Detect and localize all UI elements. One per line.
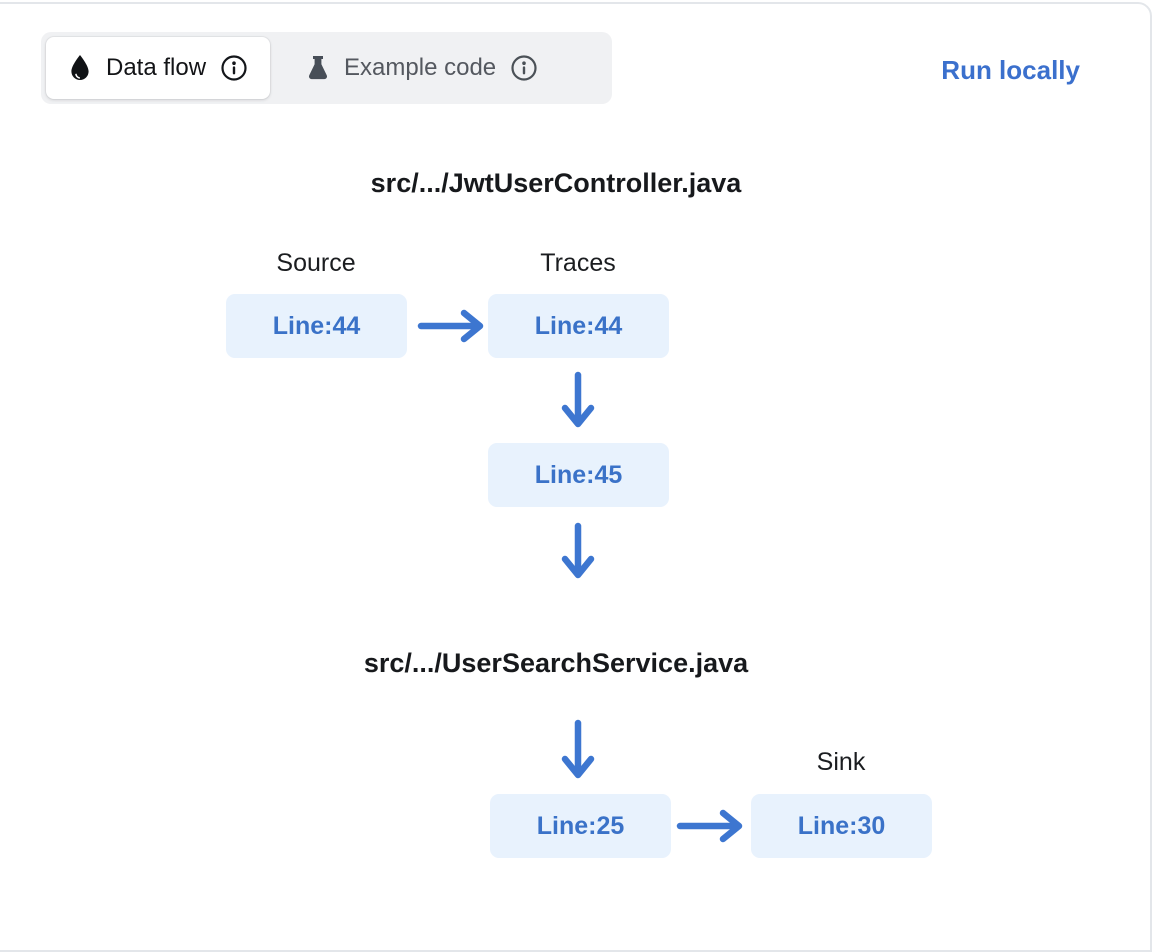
sink-line-chip[interactable]: Line:30 <box>751 794 932 858</box>
source-line-chip[interactable]: Line:44 <box>226 294 407 358</box>
arrow-down-icon <box>560 521 596 584</box>
info-icon[interactable] <box>220 54 248 82</box>
trace-line-chip-2[interactable]: Line:45 <box>488 443 669 507</box>
info-icon[interactable] <box>510 54 538 82</box>
arrow-right-icon <box>675 808 749 844</box>
flask-icon <box>306 54 330 82</box>
trace-line-chip-3[interactable]: Line:25 <box>490 794 671 858</box>
tab-example-code-label: Example code <box>344 54 497 81</box>
view-tabbar: Data flow Example code <box>41 32 612 104</box>
source-label: Source <box>276 249 356 277</box>
tab-example-code[interactable]: Example code <box>284 37 560 99</box>
sink-label: Sink <box>816 748 866 776</box>
droplet-icon <box>68 54 92 82</box>
file-header-usersearchservice: src/.../UserSearchService.java <box>363 648 749 678</box>
tab-data-flow-label: Data flow <box>106 54 207 81</box>
trace-line-chip-1[interactable]: Line:44 <box>488 294 669 358</box>
tab-data-flow[interactable]: Data flow <box>46 37 271 99</box>
arrow-right-icon <box>416 308 490 344</box>
arrow-down-icon <box>560 718 596 784</box>
run-locally-link[interactable]: Run locally <box>941 55 1080 85</box>
traces-label: Traces <box>540 249 616 277</box>
arrow-down-icon <box>560 370 596 433</box>
file-header-jwtusercontroller: src/.../JwtUserController.java <box>370 168 742 198</box>
